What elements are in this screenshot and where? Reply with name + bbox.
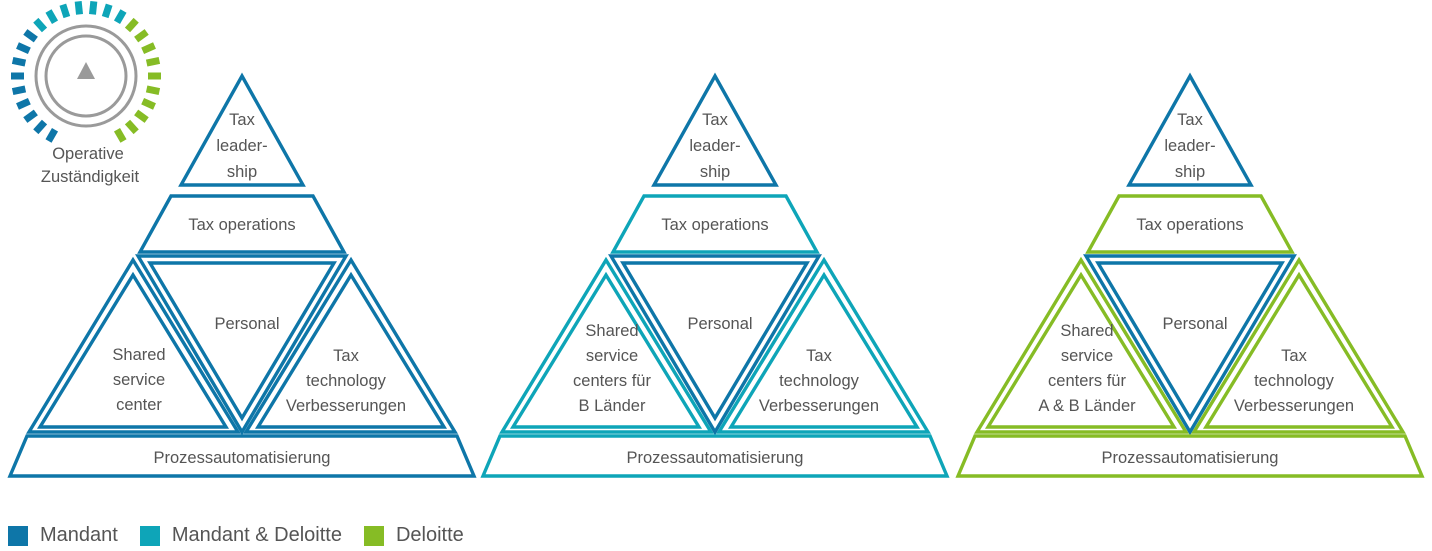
gauge-tick <box>145 85 161 96</box>
tax-operations-label: Tax operations <box>188 216 295 234</box>
gauge-label-line2: Zuständigkeit <box>41 168 140 186</box>
shared-service-segment <box>973 256 1190 434</box>
gauge-label-line1: Operative <box>52 145 124 163</box>
process-automation-segment <box>7 434 477 478</box>
gauge-inner-ring <box>44 34 128 118</box>
tax-technology-segment <box>1190 256 1407 434</box>
tax-operations-segment <box>137 194 347 254</box>
shared-service-segment-inner <box>984 271 1178 429</box>
gauge-tick <box>141 42 156 54</box>
shared-service-segment <box>498 256 715 434</box>
gauge-tick <box>16 98 31 110</box>
legend-swatch-mandant-deloitte <box>139 525 160 546</box>
personal-segment <box>135 254 349 436</box>
gauge-tick <box>33 119 48 135</box>
tax-technology-segment <box>242 256 459 434</box>
process-automation-label: Prozessautomatisierung <box>626 449 803 467</box>
gauge-tick <box>45 127 59 143</box>
tax-technology-segment <box>715 256 932 434</box>
tax-technology-segment-inner <box>1202 271 1396 429</box>
personal-segment-inner <box>620 261 810 422</box>
personal-segment <box>608 254 822 436</box>
gauge-tick <box>59 3 71 19</box>
process-automation-label: Prozessautomatisierung <box>1101 449 1278 467</box>
tax-leadership-segment <box>1126 72 1254 187</box>
process-automation-segment <box>955 434 1425 478</box>
legend-swatch-deloitte <box>363 525 384 546</box>
gauge-tick <box>134 109 149 123</box>
legend-label-mandant-deloitte: Mandant & Deloitte <box>171 524 342 546</box>
tax-operations-segment <box>1085 194 1295 254</box>
process-automation-label: Prozessautomatisierung <box>153 449 330 467</box>
legend-label-deloitte: Deloitte <box>395 524 464 546</box>
tax-technology-segment-inner <box>254 271 448 429</box>
gauge-tick <box>145 56 161 67</box>
gauge-tick <box>88 1 98 15</box>
gauge-tick <box>124 17 139 33</box>
legend-swatch-mandant <box>8 525 28 546</box>
personal-segment-inner <box>1095 261 1285 422</box>
legend-item-deloitte: Deloitte <box>363 524 464 547</box>
gauge-tick <box>33 17 48 33</box>
gauge-tick <box>45 9 59 25</box>
gauge-tick <box>141 98 156 110</box>
legend: Mandant Mandant & Deloitte Deloitte <box>8 524 486 547</box>
tax-operations-label: Tax operations <box>1136 216 1243 234</box>
tax-technology-segment-inner <box>727 271 921 429</box>
legend-item-mandant: Mandant <box>8 524 118 547</box>
gauge-tick <box>134 29 149 43</box>
shared-service-segment-inner <box>36 271 230 429</box>
legend-item-mandant-deloitte: Mandant & Deloitte <box>139 524 342 547</box>
personal-segment-inner <box>147 261 337 422</box>
gauge-arrow-icon <box>77 62 95 79</box>
gauge-tick <box>11 56 27 67</box>
gauge-tick <box>101 3 113 19</box>
personal-label: Personal <box>214 315 279 333</box>
tax-leadership-segment <box>178 72 306 187</box>
gauge-tick <box>23 109 38 123</box>
shared-service-segment <box>25 256 242 434</box>
gauge-tick <box>74 1 84 15</box>
gauge-tick <box>23 29 38 43</box>
gauge-tick <box>113 9 127 25</box>
gauge-outer-ring <box>34 24 138 128</box>
shared-service-segment-inner <box>509 271 703 429</box>
process-automation-segment <box>480 434 950 478</box>
gauge-tick <box>11 85 27 96</box>
tax-operations-label: Tax operations <box>661 216 768 234</box>
personal-label: Personal <box>1162 315 1227 333</box>
tax-operations-segment <box>610 194 820 254</box>
tax-leadership-segment <box>651 72 779 187</box>
gauge-tick <box>16 42 31 54</box>
personal-segment <box>1083 254 1297 436</box>
personal-label: Personal <box>687 315 752 333</box>
gauge-tick <box>124 119 139 135</box>
gauge-tick <box>113 127 127 143</box>
legend-label-mandant: Mandant <box>40 524 118 546</box>
